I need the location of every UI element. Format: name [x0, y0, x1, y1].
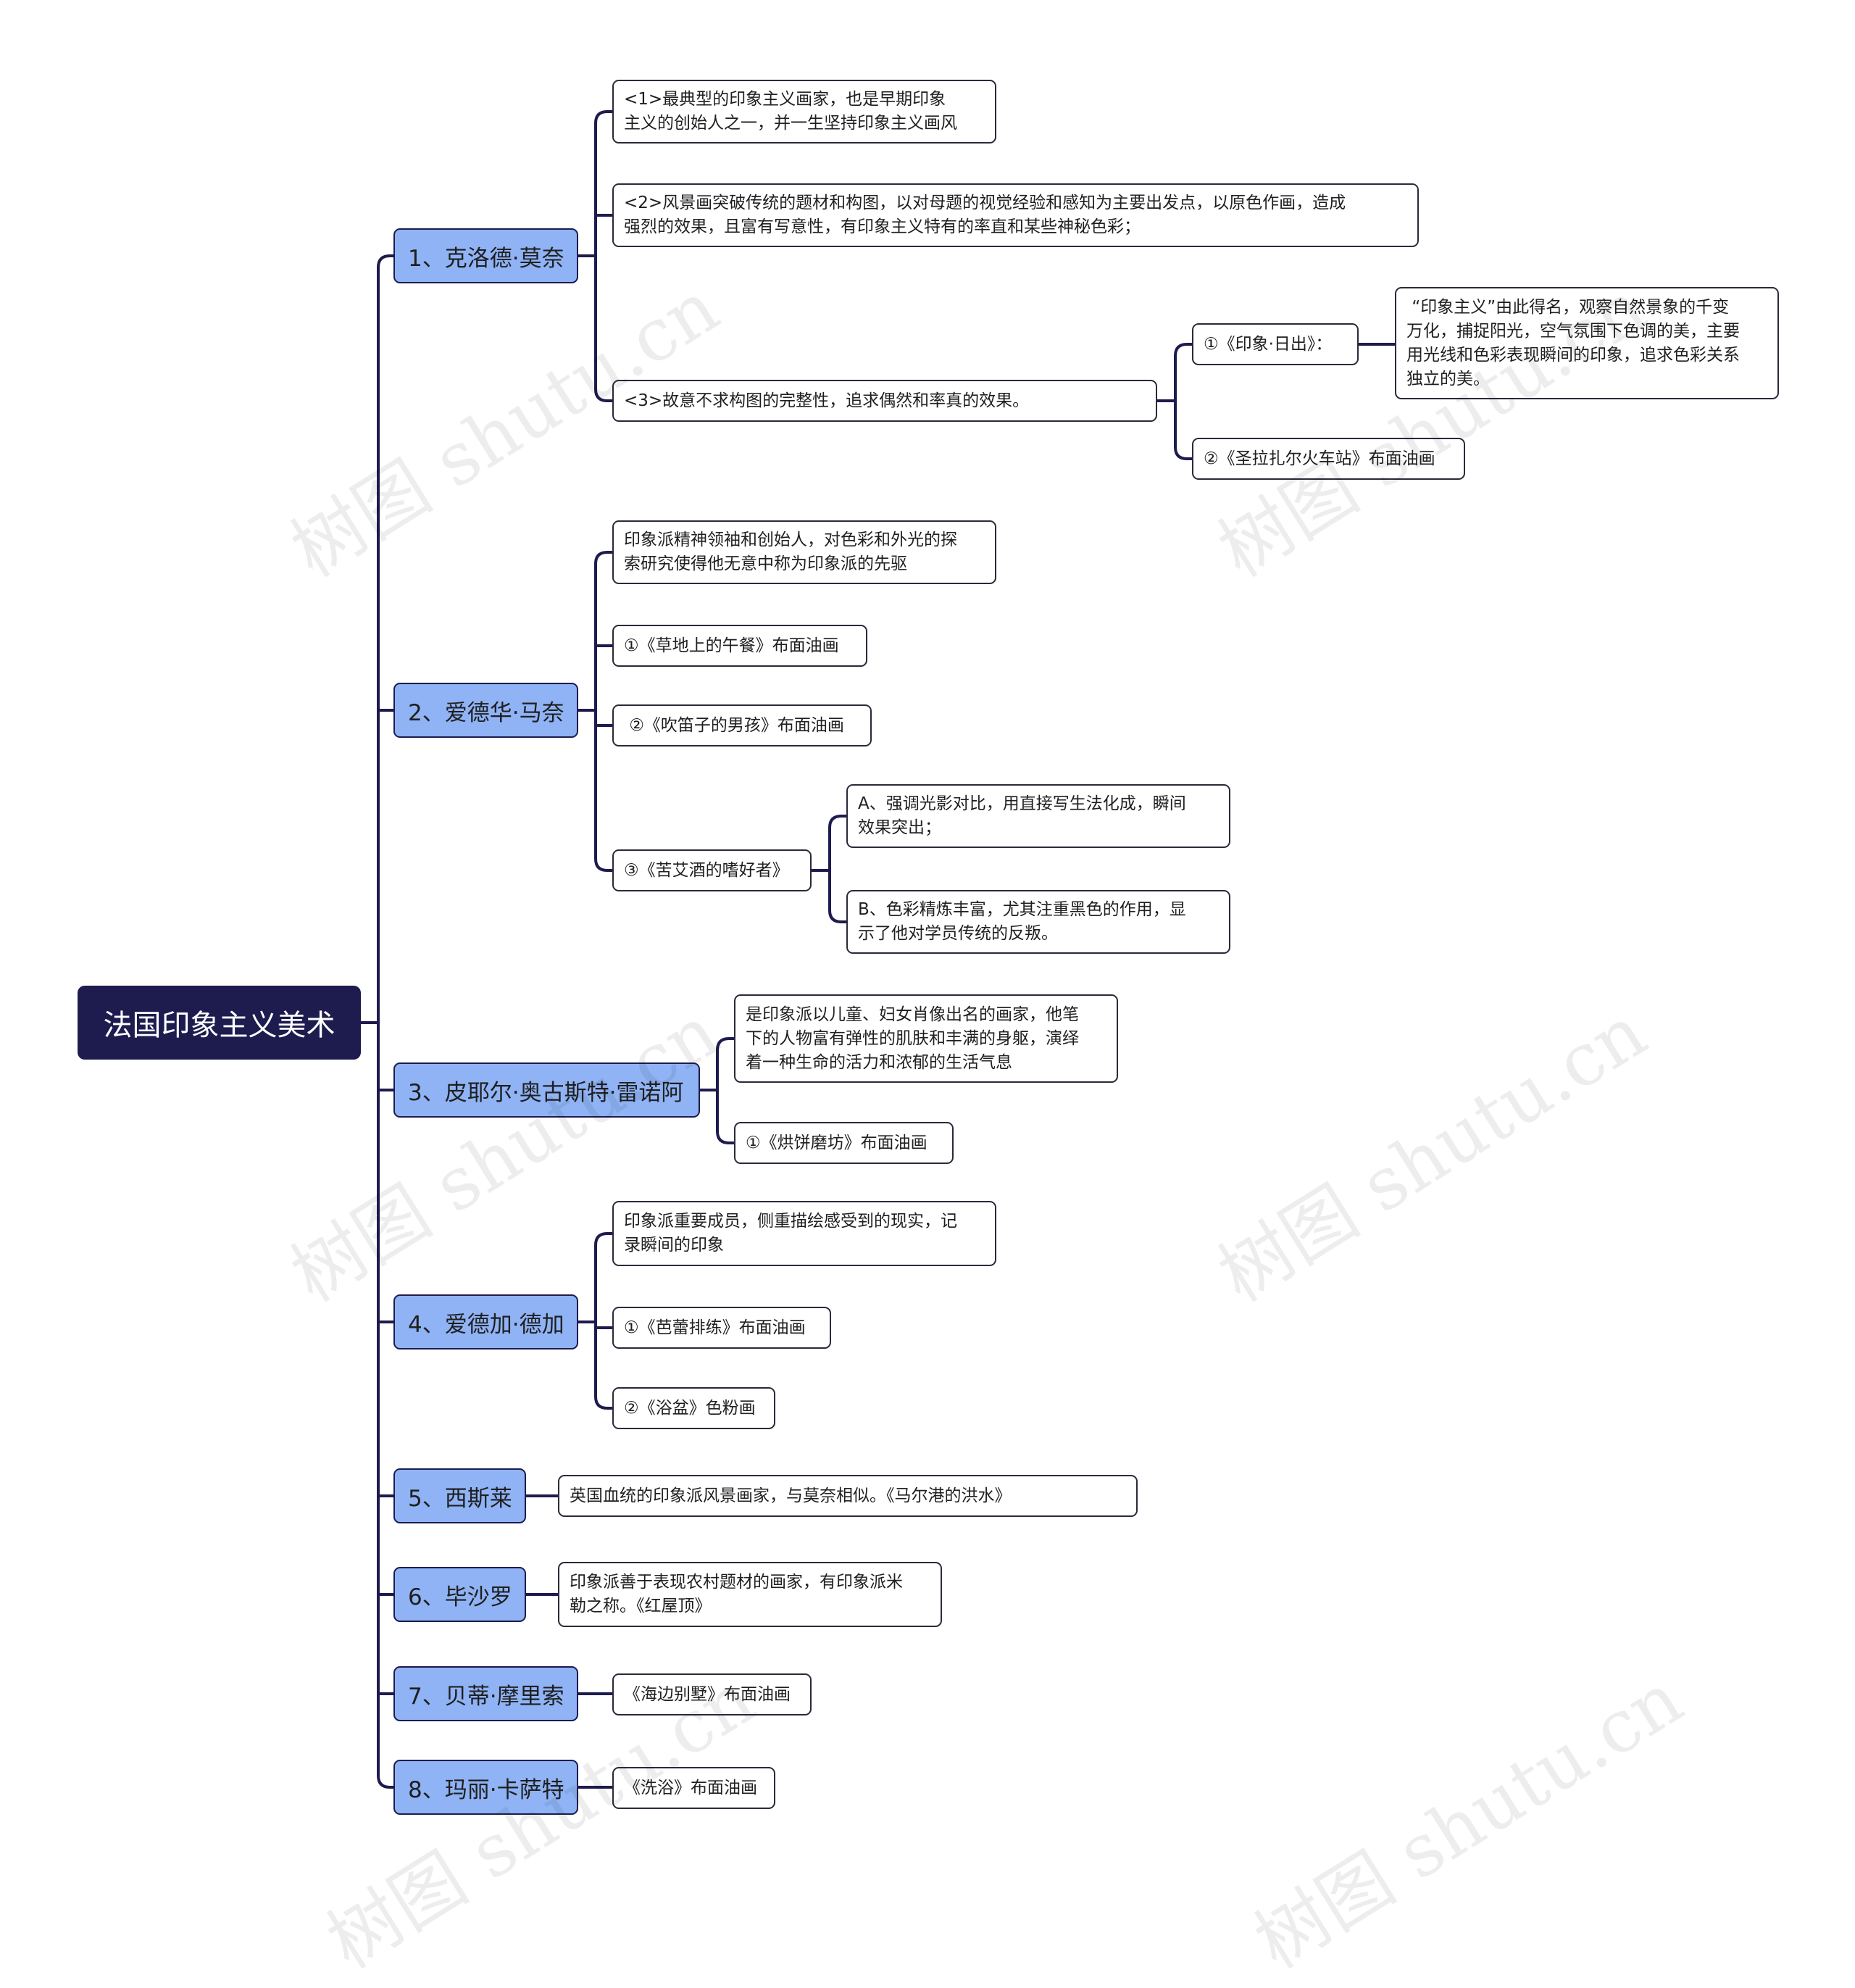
sisley-intro[interactable]: 英国血统的印象派风景画家，与莫奈相似。《马尔港的洪水》 [558, 1475, 1138, 1517]
renoir-moulin[interactable]: ①《烘饼磨坊》布面油画 [734, 1122, 954, 1164]
degas-intro[interactable]: 印象派重要成员，侧重描绘感受到的现实，记 录瞬间的印象 [612, 1201, 996, 1266]
renoir-intro[interactable]: 是印象派以儿童、妇女肖像出名的画家，他笔 下的人物富有弹性的肌肤和丰满的身躯，演… [734, 994, 1118, 1083]
monet-note-3[interactable]: <3>故意不求构图的完整性，追求偶然和率真的效果。 [612, 380, 1157, 422]
manet-absinthe[interactable]: ③《苦艾酒的嗜好者》 [612, 849, 812, 891]
monet-impression-sunrise[interactable]: ①《印象·日出》： [1192, 323, 1359, 365]
connector [828, 910, 846, 923]
connector-lines [361, 110, 1395, 1789]
branch-morisot[interactable]: 7、贝蒂·摩里索 [393, 1666, 578, 1721]
connector [377, 1775, 393, 1789]
connector [594, 388, 612, 402]
connector [594, 858, 612, 872]
branch-sisley[interactable]: 5、西斯莱 [393, 1468, 526, 1523]
monet-saint-lazare[interactable]: ②《圣拉扎尔火车站》布面油画 [1192, 438, 1465, 480]
connector [594, 551, 612, 565]
root-node[interactable]: 法国印象主义美术 [78, 986, 361, 1060]
branch-renoir[interactable]: 3、皮耶尔·奥古斯特·雷诺阿 [393, 1062, 700, 1118]
morisot-villa[interactable]: 《海边别墅》布面油画 [612, 1673, 812, 1715]
monet-note-1[interactable]: <1>最典型的印象主义画家，也是早期印象 主义的创始人之一，并一生坚持印象主义画… [612, 80, 996, 144]
pissarro-intro[interactable]: 印象派善于表现农村题材的画家，有印象派米 勒之称。《红屋顶》 [558, 1562, 942, 1627]
branch-manet[interactable]: 2、爱德华·马奈 [393, 683, 578, 738]
degas-ballet[interactable]: ①《芭蕾排练》布面油画 [612, 1307, 831, 1349]
connector [716, 1131, 734, 1144]
branch-degas[interactable]: 4、爱德加·德加 [393, 1294, 578, 1349]
connector [594, 110, 612, 124]
branch-monet[interactable]: 1、克洛德·莫奈 [393, 228, 578, 283]
connector [1174, 446, 1192, 460]
branch-cassatt[interactable]: 8、玛丽·卡萨特 [393, 1760, 578, 1815]
connector [828, 815, 846, 828]
connector [594, 1396, 612, 1410]
manet-luncheon[interactable]: ①《草地上的午餐》布面油画 [612, 625, 867, 667]
mindmap-canvas: 法国印象主义美术 1、克洛德·莫奈 <1>最典型的印象主义画家，也是早期印象 主… [78, 80, 1779, 1985]
connector [594, 1232, 612, 1246]
manet-absinthe-a[interactable]: A、强调光影对比，用直接写生法化成，瞬间 效果突出； [846, 784, 1230, 848]
monet-impression-desc[interactable]: “印象主义”由此得名，观察自然景象的千变 万化，捕捉阳光，空气氛围下色调的美，主… [1395, 287, 1779, 399]
manet-intro[interactable]: 印象派精神领袖和创始人，对色彩和外光的探 索研究使得他无意中称为印象派的先驱 [612, 520, 996, 584]
monet-note-2[interactable]: <2>风景画突破传统的题材和构图，以对母题的视觉经验和感知为主要出发点，以原色作… [612, 183, 1419, 247]
connector [716, 1037, 734, 1051]
manet-fifer[interactable]: ②《吹笛子的男孩》布面油画 [612, 704, 872, 746]
branch-pissarro[interactable]: 6、毕沙罗 [393, 1567, 526, 1622]
connector [1174, 343, 1192, 357]
manet-absinthe-b[interactable]: B、色彩精炼丰富，尤其注重黑色的作用，显 示了他对学员传统的反叛。 [846, 890, 1230, 954]
connector [377, 254, 393, 268]
degas-tub[interactable]: ②《浴盆》色粉画 [612, 1387, 775, 1429]
cassatt-bath[interactable]: 《洗浴》布面油画 [612, 1767, 775, 1809]
